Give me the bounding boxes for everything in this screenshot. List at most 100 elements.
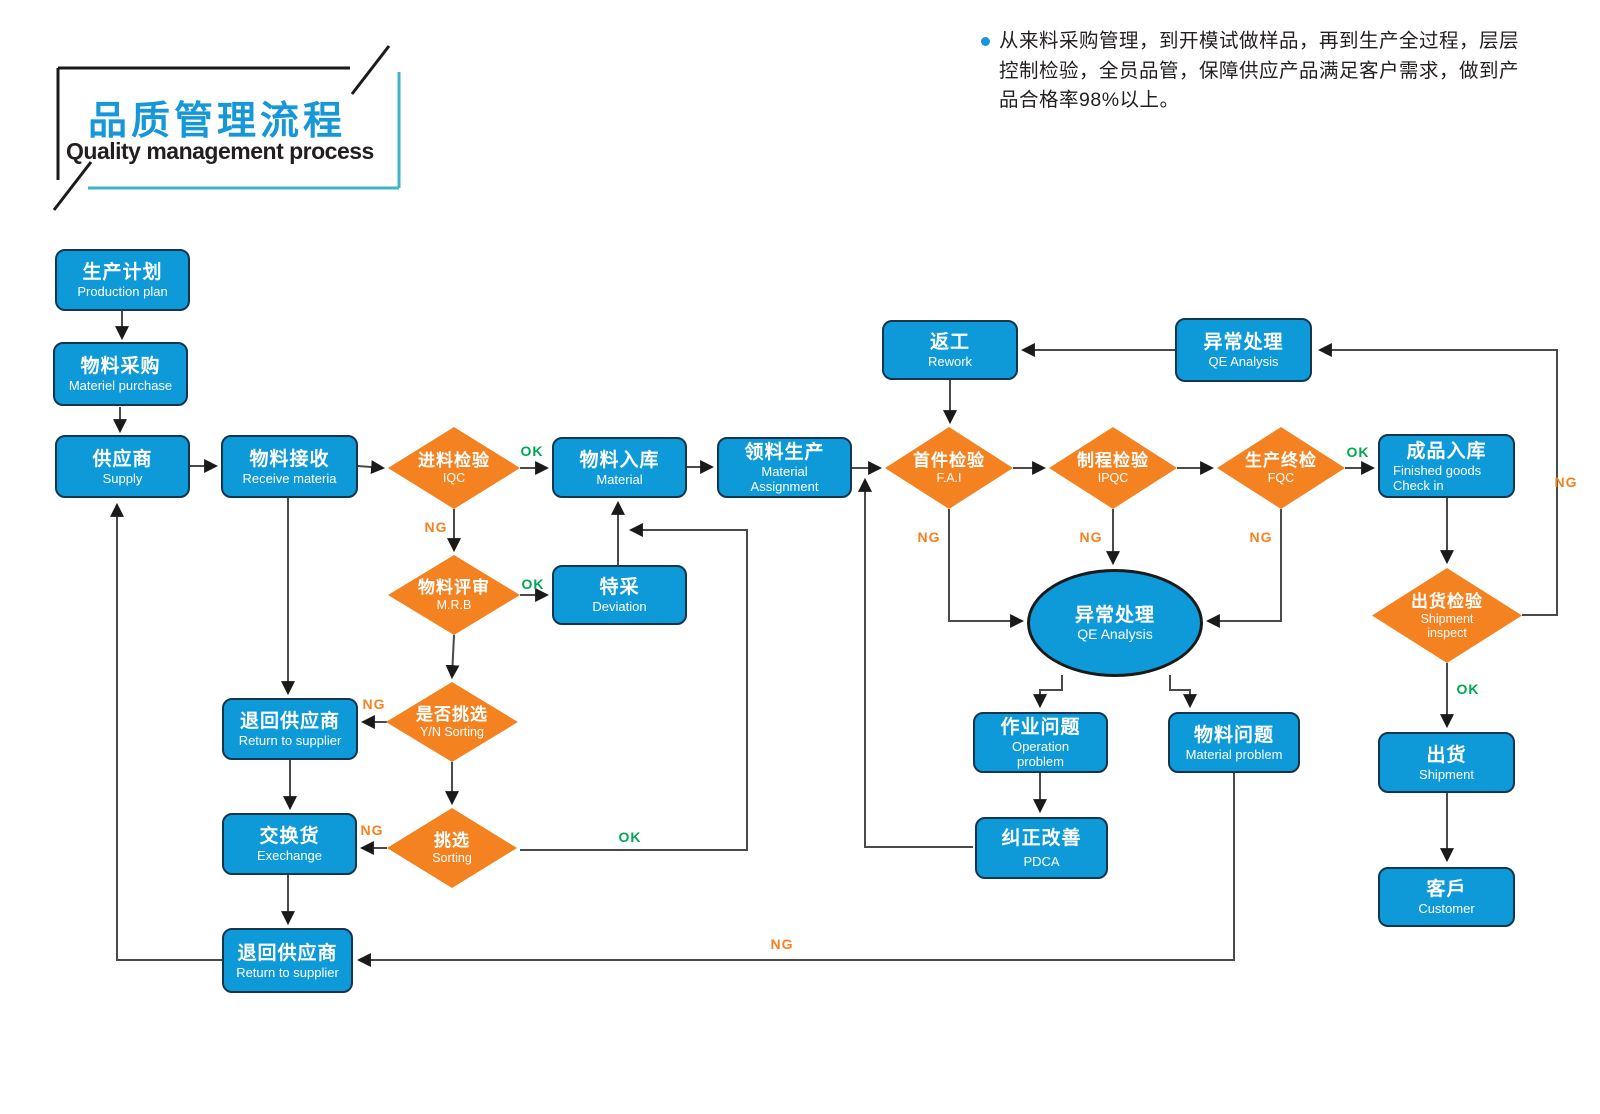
bullet-dot-icon — [981, 37, 990, 46]
node-label-en: Operation problem — [1011, 739, 1070, 769]
node-title-zh: 生产计划 — [82, 262, 163, 283]
node-title-zh: 作业问题 — [1000, 717, 1081, 738]
node-title-zh: 物料接收 — [249, 448, 330, 470]
edge-label-ipqc-ng: NG — [1079, 529, 1103, 545]
edge-qe-operation — [1033, 675, 1063, 709]
node-title-zh: 出货 — [1426, 744, 1467, 766]
edge-label-ynsorting-ng: NG — [362, 696, 386, 712]
node-title-zh: 异常处理 — [1203, 332, 1284, 353]
node-pdca: 纠正改善 PDCA — [975, 817, 1108, 879]
edge-fqc-qe-ng — [1205, 509, 1282, 628]
node-title-zh: 领料生产 — [744, 442, 825, 463]
node-title-zh: 成品入库 — [1406, 440, 1487, 462]
title-frame — [52, 45, 401, 211]
node-label-en: Return to supplier — [236, 964, 339, 980]
node-label-en: Return to supplier — [238, 733, 342, 748]
node-label-en: QE Analysis — [1077, 626, 1153, 642]
node-finished-goods: 成品入库 Finished goods Check in — [1378, 434, 1515, 498]
edge-label-iqc-ok: OK — [520, 443, 544, 459]
edge-label-fai-ng: NG — [917, 529, 941, 545]
node-material-assignment: 领料生产 Material Assignment — [717, 437, 852, 498]
edge-label-mrb-ok: OK — [521, 576, 545, 592]
edge-pdca-fai — [858, 477, 973, 848]
edge-fai-qe-ng — [948, 509, 1025, 628]
node-return-to-supplier-1: 退回供应商 Return to supplier — [222, 698, 358, 760]
edge-label-shipinspect-ng: NG — [1554, 474, 1578, 490]
page-title: 品质管理流程 — [88, 100, 347, 143]
edge-receive-iqc — [357, 460, 386, 475]
edge-return2-supply — [110, 502, 222, 961]
node-material-purchase: 物料采购 Materiel purchase — [53, 342, 188, 406]
node-label-en: M.R.B — [436, 598, 472, 612]
node-title-zh: 退回供应商 — [239, 711, 340, 732]
edge-shipinspect-qebox-ng — [1317, 343, 1558, 616]
corner-slash-bottom — [52, 161, 93, 211]
node-label-en: Material Assignment — [750, 464, 819, 494]
node-material-warehouse: 物料入库 Material — [552, 437, 687, 498]
node-title-zh: 出货检验 — [1411, 591, 1483, 611]
edge-label-iqc-ng: NG — [424, 519, 448, 535]
node-title-zh: 客戶 — [1426, 879, 1467, 900]
node-customer: 客戶 Customer — [1378, 867, 1515, 927]
corner-slash-top — [350, 45, 391, 95]
node-label-en: IQC — [442, 471, 466, 485]
node-title-zh: 纠正改善 — [1001, 828, 1082, 849]
edge-mrb-ynsorting — [445, 634, 460, 680]
node-title-zh: 物料评审 — [418, 578, 490, 597]
node-label-en: Deviation — [592, 599, 647, 614]
node-label-en: Receive materia — [242, 470, 337, 486]
node-title-zh: 退回供应商 — [237, 942, 338, 964]
description-text: 从来料采购管理，到开模试做样品，再到生产全过程，层层控制检验，全员品管，保障供应… — [999, 30, 1520, 111]
edge-label-shipinspect-ok: OK — [1456, 681, 1480, 697]
node-title-zh: 生产终检 — [1245, 451, 1317, 470]
node-label-en: Shipment inspect — [1420, 611, 1474, 640]
node-receive-material: 物料接收 Receive materia — [221, 435, 358, 498]
node-production-plan: 生产计划 Production plan — [55, 249, 190, 311]
node-qe-analysis-box: 异常处理 QE Analysis — [1175, 318, 1312, 382]
node-supply: 供应商 Supply — [55, 435, 190, 498]
node-title-zh: 挑选 — [434, 831, 470, 850]
node-label-en: Exechange — [256, 848, 323, 863]
node-deviation: 特采 Deviation — [552, 565, 687, 625]
page-subtitle: Quality management process — [66, 138, 374, 164]
node-label-en: Production plan — [77, 284, 168, 299]
node-label-en: Material problem — [1185, 746, 1283, 762]
node-label-en: QE Analysis — [1208, 354, 1279, 369]
edge-materialproblem-return2-ng — [356, 773, 1235, 967]
node-title-zh: 供应商 — [92, 448, 153, 470]
node-label-en: Y/N Sorting — [420, 725, 484, 739]
node-title-zh: 进料检验 — [418, 451, 490, 470]
node-title-zh: 是否挑选 — [416, 705, 488, 724]
node-operation-problem: 作业问题 Operation problem — [973, 712, 1108, 773]
node-rework: 返工 Rework — [882, 320, 1018, 380]
node-exchange: 交换货 Exechange — [222, 813, 357, 875]
node-title-zh: 物料采购 — [80, 356, 161, 377]
node-label-en: Rework — [927, 354, 973, 369]
node-label-en: FQC — [1267, 471, 1295, 485]
node-label-en: Materiel purchase — [68, 378, 173, 393]
node-label-en: Supply — [102, 470, 143, 486]
node-label-en: Customer — [1418, 901, 1475, 916]
node-title-zh: 异常处理 — [1074, 605, 1155, 626]
node-title-zh: 物料入库 — [579, 449, 660, 471]
node-label-en: Finished goods Check in — [1393, 462, 1482, 493]
edge-label-sorting-ok: OK — [618, 829, 642, 845]
node-title-zh: 特采 — [599, 577, 640, 598]
edge-qe-materialproblem — [1169, 675, 1197, 709]
node-label-en: Sorting — [432, 851, 472, 865]
edge-label-materialproblem-ng: NG — [770, 936, 794, 952]
node-label-en: PDCA — [1023, 854, 1060, 869]
edge-label-fqc-ok: OK — [1346, 444, 1370, 460]
node-label-en: IPQC — [1097, 471, 1129, 485]
node-shipment: 出货 Shipment — [1378, 732, 1515, 793]
edge-label-fqc-ng: NG — [1249, 529, 1273, 545]
node-material-problem: 物料问题 Material problem — [1168, 712, 1300, 773]
node-title-zh: 物料问题 — [1193, 724, 1274, 746]
edge-sorting-warehouse-ok — [520, 523, 748, 851]
edge-label-sorting-ng: NG — [360, 822, 384, 838]
node-return-to-supplier-2: 退回供应商 Return to supplier — [222, 928, 353, 993]
node-title-zh: 返工 — [929, 332, 970, 353]
node-title-zh: 交换货 — [259, 826, 320, 847]
